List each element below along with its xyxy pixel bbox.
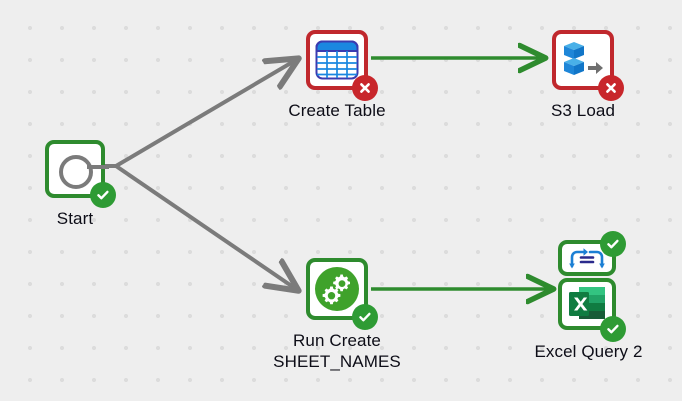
status-badge-error	[598, 75, 624, 101]
node-s3-load[interactable]: S3 Load	[551, 30, 624, 120]
status-badge-success	[600, 231, 626, 257]
table-grid-icon	[310, 34, 364, 86]
node-run-create-label-line2: SHEET_NAMES	[273, 352, 401, 371]
status-badge-success	[352, 304, 378, 330]
node-run-create-label-line1: Run Create	[293, 331, 381, 350]
node-excel-query-2-label: Excel Query 2	[534, 342, 643, 361]
circle-outline-icon	[49, 144, 101, 194]
s3-cubes-icon	[556, 34, 610, 86]
node-start-label: Start	[56, 209, 94, 228]
edge-start-to-create-table	[114, 60, 296, 168]
gears-icon	[310, 262, 364, 316]
edge-start-to-run-create	[114, 164, 296, 289]
node-start-box[interactable]	[45, 140, 105, 198]
node-run-create-sheet-names[interactable]: Run Create SHEET_NAMES	[273, 258, 401, 371]
iterator-loop-icon	[562, 244, 612, 272]
node-excel-query-2[interactable]: Excel Query 2	[534, 231, 642, 361]
node-excel-query-2-iterator-box[interactable]	[558, 240, 616, 276]
excel-icon	[562, 282, 612, 326]
status-badge-success	[90, 182, 116, 208]
node-s3-load-label: S3 Load	[550, 101, 616, 120]
start-stem	[87, 165, 109, 169]
status-badge-error	[352, 75, 378, 101]
node-start[interactable]: Start	[45, 140, 165, 235]
status-badge-success	[600, 316, 626, 342]
node-create-table-label: Create Table	[288, 101, 386, 120]
node-create-table[interactable]: Create Table	[288, 30, 386, 120]
